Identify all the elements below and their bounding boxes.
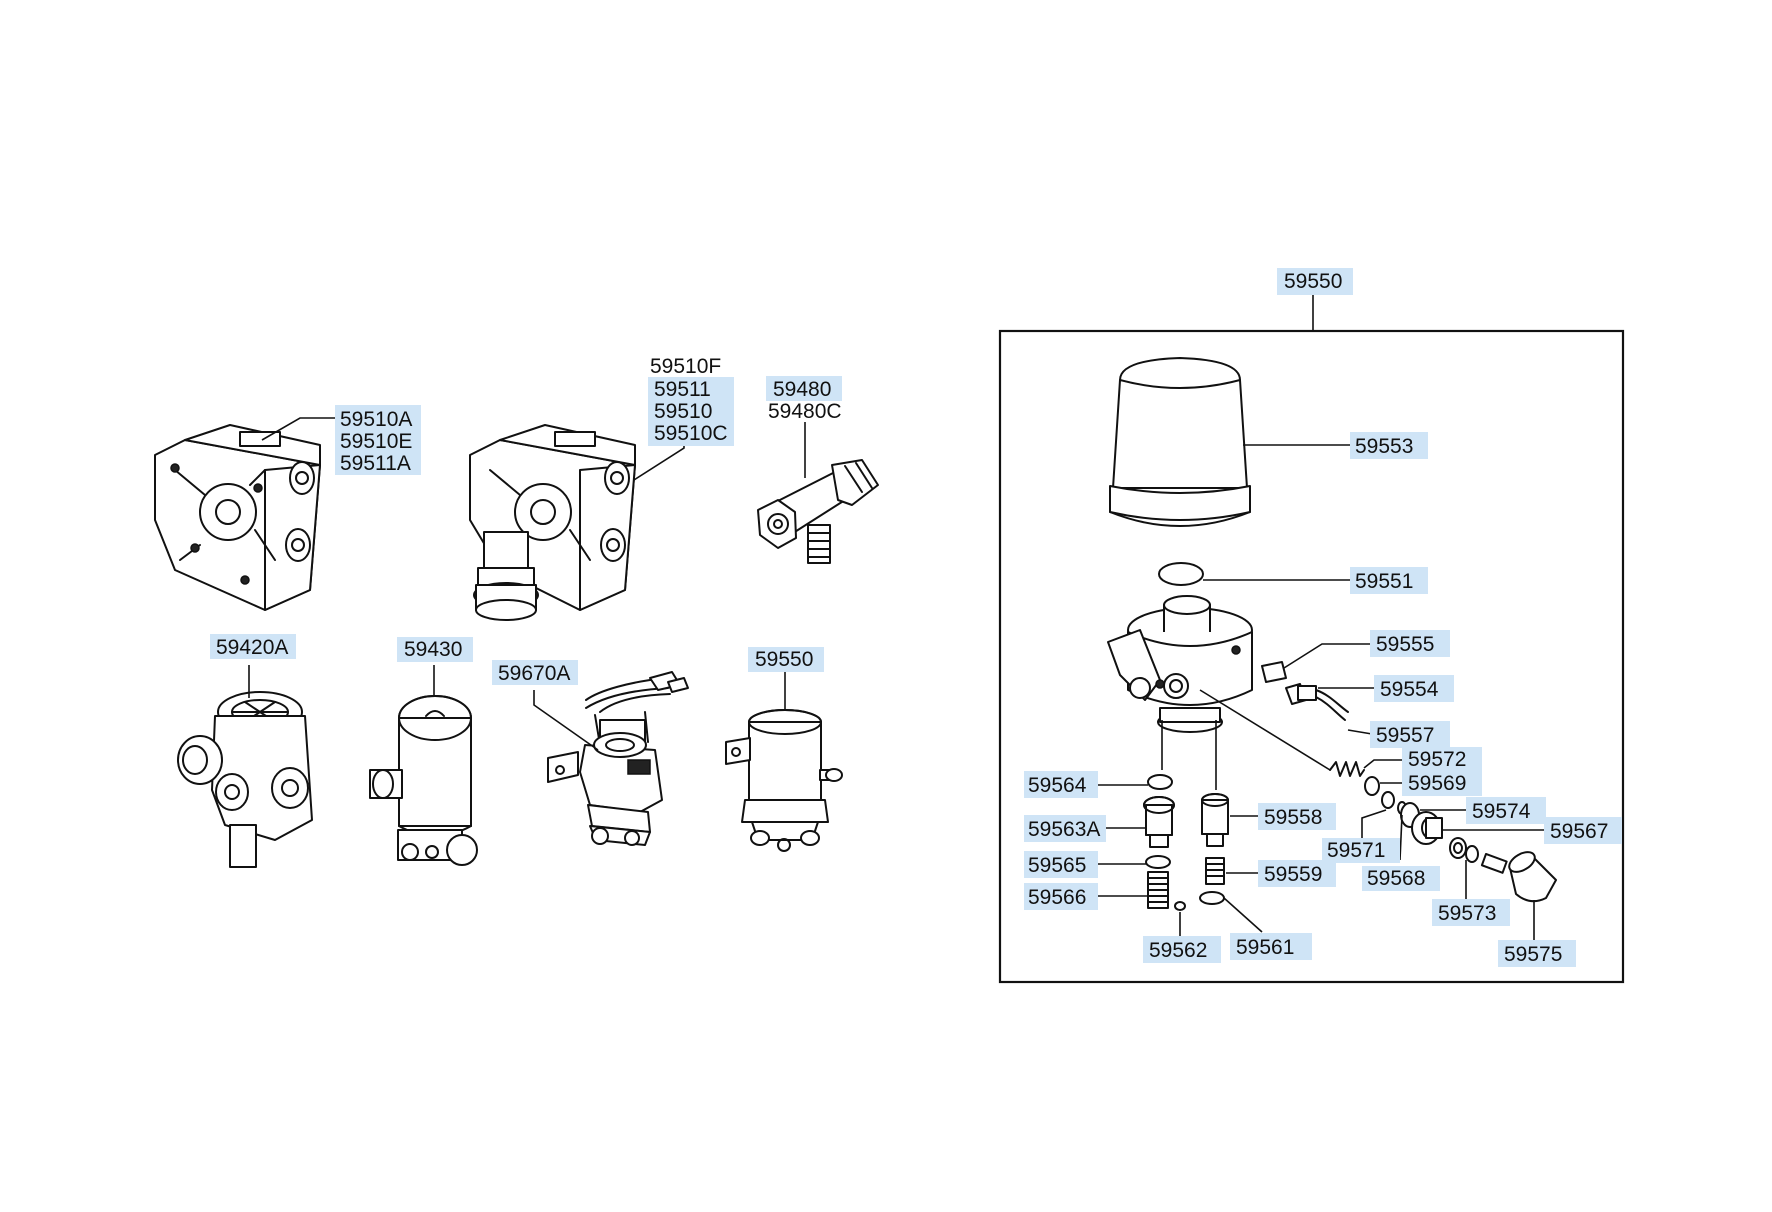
- label-59510[interactable]: 59510: [648, 399, 734, 424]
- dryer-assembly-box: [998, 329, 1625, 984]
- ring-59571: [1381, 791, 1395, 809]
- svg-text:59480: 59480: [773, 378, 831, 401]
- svg-text:59559: 59559: [1264, 863, 1322, 886]
- svg-text:59566: 59566: [1028, 886, 1086, 909]
- label-59571[interactable]: 59571: [1322, 838, 1400, 863]
- svg-text:59562: 59562: [1149, 939, 1207, 962]
- label-59510c[interactable]: 59510C: [648, 421, 734, 446]
- svg-text:59557: 59557: [1376, 724, 1434, 747]
- svg-text:59511A: 59511A: [340, 452, 411, 475]
- fitting-59480-drawing: [757, 459, 879, 564]
- label-59420a[interactable]: 59420A: [210, 634, 296, 659]
- label-59551[interactable]: 59551: [1350, 567, 1428, 594]
- washer-59565: [1145, 855, 1171, 869]
- label-59555[interactable]: 59555: [1370, 630, 1450, 657]
- gasket-59555: [1261, 661, 1287, 683]
- o-ring-59561: [1199, 891, 1225, 905]
- label-59510a[interactable]: 59510A: [335, 405, 421, 431]
- svg-text:59569: 59569: [1408, 772, 1466, 795]
- svg-text:59561: 59561: [1236, 936, 1294, 959]
- desiccant-cartridge-drawing: [1109, 357, 1251, 527]
- spring-59572: [1329, 761, 1365, 777]
- svg-text:59563A: 59563A: [1028, 818, 1100, 841]
- heater-59554-drawing: [1285, 683, 1349, 721]
- plug-59567-drawing: [1411, 811, 1443, 845]
- ring-59569: [1364, 776, 1380, 796]
- label-59553[interactable]: 59553: [1350, 432, 1428, 459]
- valve-body-59563a-drawing: [1143, 796, 1175, 848]
- label-59480[interactable]: 59480: [766, 376, 842, 401]
- svg-text:59564: 59564: [1028, 774, 1087, 797]
- label-59550-small[interactable]: 59550: [748, 647, 824, 672]
- label-59565[interactable]: 59565: [1024, 851, 1098, 878]
- svg-text:59568: 59568: [1367, 867, 1425, 890]
- svg-text:59567: 59567: [1550, 820, 1608, 843]
- valve-59510a-drawing: [154, 424, 321, 611]
- valve-59558-drawing: [1201, 793, 1229, 847]
- label-59510f[interactable]: 59510F: [650, 355, 721, 378]
- label-59558[interactable]: 59558: [1258, 803, 1336, 830]
- svg-text:59574: 59574: [1472, 800, 1531, 823]
- svg-text:59551: 59551: [1355, 570, 1413, 593]
- spring-59566-drawing: [1147, 871, 1169, 909]
- washer-59573-drawing: [1449, 837, 1508, 874]
- label-59566[interactable]: 59566: [1024, 883, 1098, 910]
- svg-text:59575: 59575: [1504, 943, 1562, 966]
- svg-text:59510E: 59510E: [340, 430, 412, 453]
- label-59562[interactable]: 59562: [1143, 936, 1221, 963]
- svg-text:59670A: 59670A: [498, 662, 570, 685]
- label-59550-assembly[interactable]: 59550: [1277, 268, 1353, 295]
- label-59480c[interactable]: 59480C: [768, 400, 842, 423]
- svg-text:59573: 59573: [1438, 902, 1496, 925]
- svg-text:59565: 59565: [1028, 854, 1086, 877]
- label-59572[interactable]: 59572: [1402, 747, 1482, 772]
- svg-text:59550: 59550: [755, 648, 813, 671]
- label-59563a[interactable]: 59563A: [1024, 815, 1106, 842]
- label-59511a[interactable]: 59511A: [335, 450, 421, 475]
- svg-text:59555: 59555: [1376, 633, 1434, 656]
- o-ring-59551: [1158, 562, 1204, 586]
- label-59670a[interactable]: 59670A: [492, 660, 578, 685]
- valve-59420a-drawing: [177, 691, 313, 868]
- ring-59562: [1174, 901, 1186, 911]
- label-59573[interactable]: 59573: [1432, 899, 1510, 926]
- label-59574[interactable]: 59574: [1466, 797, 1546, 824]
- svg-text:59558: 59558: [1264, 806, 1322, 829]
- valve-59430-drawing: [369, 695, 478, 866]
- svg-text:59510: 59510: [654, 400, 712, 423]
- label-59567[interactable]: 59567: [1544, 817, 1622, 844]
- svg-text:59420A: 59420A: [216, 636, 288, 659]
- label-59569[interactable]: 59569: [1402, 771, 1482, 796]
- solenoid-59670a-drawing: [547, 671, 689, 846]
- label-59561[interactable]: 59561: [1230, 933, 1312, 960]
- svg-text:59511: 59511: [654, 378, 711, 401]
- svg-text:59510C: 59510C: [654, 422, 728, 445]
- label-59510e[interactable]: 59510E: [335, 428, 421, 453]
- label-59430[interactable]: 59430: [397, 637, 473, 662]
- svg-text:59510A: 59510A: [340, 408, 412, 431]
- valve-59510f-drawing: [469, 424, 636, 621]
- spring-59559-drawing: [1205, 857, 1225, 885]
- label-59564[interactable]: 59564: [1024, 771, 1098, 798]
- svg-text:59554: 59554: [1380, 678, 1439, 701]
- svg-text:59553: 59553: [1355, 435, 1413, 458]
- svg-text:59572: 59572: [1408, 748, 1466, 771]
- label-59575[interactable]: 59575: [1498, 940, 1576, 967]
- svg-text:59571: 59571: [1327, 839, 1385, 862]
- label-59557[interactable]: 59557: [1370, 721, 1450, 748]
- svg-text:59430: 59430: [404, 638, 462, 661]
- label-59559[interactable]: 59559: [1258, 860, 1336, 887]
- svg-text:59550: 59550: [1284, 270, 1342, 293]
- label-59554[interactable]: 59554: [1374, 675, 1454, 702]
- muffler-59575-drawing: [1508, 851, 1557, 903]
- label-59511[interactable]: 59511: [648, 377, 734, 402]
- label-59568[interactable]: 59568: [1362, 866, 1440, 891]
- dryer-housing-drawing: [1107, 595, 1253, 733]
- o-ring-59564: [1147, 774, 1173, 790]
- dryer-59550-small-drawing: [725, 709, 843, 852]
